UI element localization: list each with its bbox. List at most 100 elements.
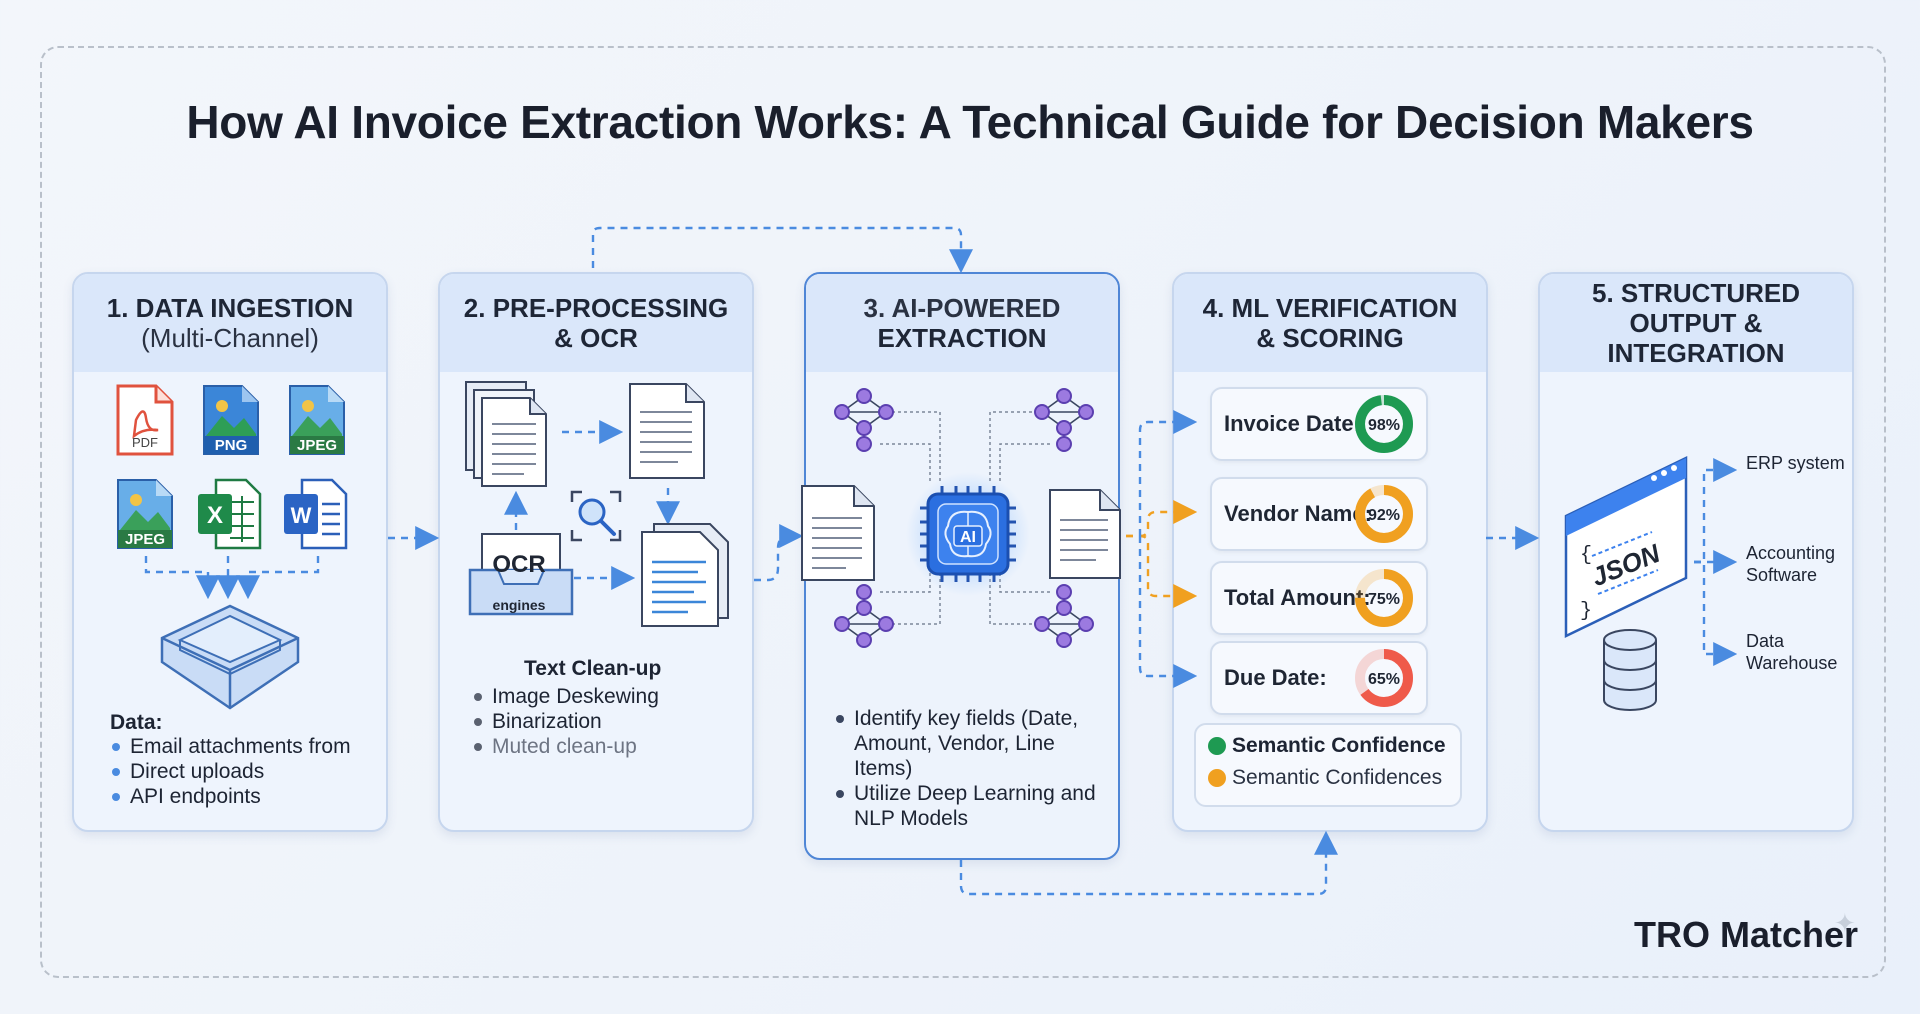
legend-item: Semantic Confidences xyxy=(1208,765,1442,791)
gauge-fill xyxy=(1355,485,1413,543)
output-document-icon xyxy=(1049,489,1121,579)
ai-chip-label: AI xyxy=(960,529,976,546)
score-row-vendor-name: Vendor Name: 92% xyxy=(1210,477,1428,551)
arrow-to-due xyxy=(1138,536,1198,688)
score-row-invoice-date: Invoice Date: 98% xyxy=(1210,387,1428,461)
list-item: API endpoints xyxy=(110,784,351,809)
database-icon xyxy=(1603,629,1657,711)
document-stack-icon xyxy=(465,381,547,487)
gauge-percent: 92% xyxy=(1368,507,1400,524)
step-title: 3. AI-POWERED xyxy=(863,293,1061,323)
field-label: Vendor Name: xyxy=(1224,501,1372,526)
list-item: Direct uploads xyxy=(110,759,351,784)
legend-item: Semantic Confidence xyxy=(1208,733,1446,759)
text-document-icon xyxy=(641,523,729,627)
confidence-gauge: 98% xyxy=(1355,395,1413,453)
list-item: Identify key fields (Date, Amount, Vendo… xyxy=(834,706,1104,781)
excel-label: X xyxy=(207,502,223,529)
list-item: Binarization xyxy=(472,709,659,734)
excel-file-icon: X xyxy=(198,478,262,550)
png-label: PNG xyxy=(215,437,248,454)
step-header: 1. DATA INGESTION (Multi-Channel) xyxy=(74,274,386,372)
field-label: Total Amount: xyxy=(1224,585,1371,610)
step-subtitle: OUTPUT & INTEGRATION xyxy=(1607,308,1785,368)
step-subtitle: EXTRACTION xyxy=(877,323,1047,353)
engines-label: engines xyxy=(493,597,546,613)
svg-text:}: } xyxy=(1580,600,1592,623)
svg-text:{: { xyxy=(1580,544,1592,567)
step-header: 4. ML VERIFICATION & SCORING xyxy=(1174,274,1486,372)
jpeg-label: JPEG xyxy=(125,531,165,548)
step-subtitle: & SCORING xyxy=(1256,323,1404,353)
branch-warehouse xyxy=(1694,560,1738,666)
step-title: 5. STRUCTURED xyxy=(1591,278,1800,308)
feedback-bottom-arrow xyxy=(959,830,1338,896)
ingestion-bullets: Email attachments from Direct uploads AP… xyxy=(110,734,351,809)
step-header: 2. PRE-PROCESSING & OCR xyxy=(440,274,752,372)
data-label: Data: xyxy=(110,711,163,734)
step-title: 1. DATA INGESTION xyxy=(106,293,354,323)
extraction-bullets: Identify key fields (Date, Amount, Vendo… xyxy=(834,706,1104,831)
word-label: W xyxy=(291,503,312,528)
gauge-fill xyxy=(1355,649,1413,707)
step-header: 5. STRUCTURED OUTPUT & INTEGRATION xyxy=(1540,274,1852,372)
funnel-left xyxy=(144,556,220,600)
step-header: 3. AI-POWERED EXTRACTION xyxy=(806,274,1118,372)
gauge-percent: 98% xyxy=(1368,417,1400,434)
target-erp: ERP system xyxy=(1746,452,1856,474)
json-window-icon: { } JSON xyxy=(1564,456,1688,638)
input-document-icon xyxy=(801,485,875,581)
gauge-fill xyxy=(1355,569,1413,627)
gauge-percent: 75% xyxy=(1368,591,1400,608)
step-card-data-ingestion: 1. DATA INGESTION (Multi-Channel) xyxy=(72,272,388,832)
confidence-gauge: 92% xyxy=(1355,485,1413,543)
confidence-gauge: 65% xyxy=(1355,649,1413,707)
funnel-right xyxy=(236,556,320,600)
target-accounting: Accounting Software xyxy=(1746,542,1856,586)
step-title: 2. PRE-PROCESSING xyxy=(463,293,729,323)
arrow-to-invoice xyxy=(1138,410,1198,536)
magnifier-icon xyxy=(570,490,622,542)
legend-label: Semantic Confidence xyxy=(1232,734,1446,757)
legend-dot xyxy=(1208,769,1226,787)
document-icon xyxy=(629,383,705,479)
target-warehouse: Data Warehouse xyxy=(1746,630,1856,674)
diagram-frame xyxy=(40,46,1886,978)
branch-erp xyxy=(1694,458,1738,564)
step-title: 4. ML VERIFICATION xyxy=(1202,293,1458,323)
score-row-due-date: Due Date: 65% xyxy=(1210,641,1428,715)
word-file-icon: W xyxy=(284,478,348,550)
gauge-percent: 65% xyxy=(1368,671,1400,688)
gauge-fill xyxy=(1355,395,1413,453)
legend-dot xyxy=(1208,737,1226,755)
list-item: Muted clean-up xyxy=(472,734,659,759)
confidence-gauge: 75% xyxy=(1355,569,1413,627)
arrow-to-vendor xyxy=(1126,500,1198,538)
jpeg-image-icon: JPEG xyxy=(117,479,173,549)
ai-network-icon xyxy=(834,388,1094,648)
target-warehouse-label: Data Warehouse xyxy=(1746,631,1838,673)
sparkle-icon: ✦ xyxy=(1834,908,1856,938)
pdf-file-icon: PDF xyxy=(116,384,174,456)
list-item: Utilize Deep Learning and NLP Models xyxy=(834,781,1104,831)
list-item: Email attachments from xyxy=(110,734,351,759)
target-accounting-label: Accounting Software xyxy=(1746,543,1836,585)
text-cleanup-title: Text Clean-up xyxy=(524,657,662,680)
arrow-to-total xyxy=(1126,534,1198,608)
cleanup-bullets: Image Deskewing Binarization Muted clean… xyxy=(472,684,659,759)
png-image-icon: PNG xyxy=(203,385,259,455)
step-subtitle: (Multi-Channel) xyxy=(141,323,319,353)
jpeg-label: JPEG xyxy=(297,437,337,454)
feedback-top-arrow xyxy=(591,226,973,274)
confidence-legend: Semantic Confidence Semantic Confidences xyxy=(1194,723,1462,807)
target-erp-label: ERP system xyxy=(1746,453,1845,473)
field-label: Invoice Date: xyxy=(1224,411,1361,436)
jpeg-image-icon: JPEG xyxy=(289,385,345,455)
legend-label: Semantic Confidences xyxy=(1232,766,1443,789)
inbox-tray-icon xyxy=(160,604,300,710)
pdf-label: PDF xyxy=(132,435,158,450)
ocr-label: OCR xyxy=(492,551,545,578)
field-label: Due Date: xyxy=(1224,665,1327,690)
score-row-total-amount: Total Amount: 75% xyxy=(1210,561,1428,635)
